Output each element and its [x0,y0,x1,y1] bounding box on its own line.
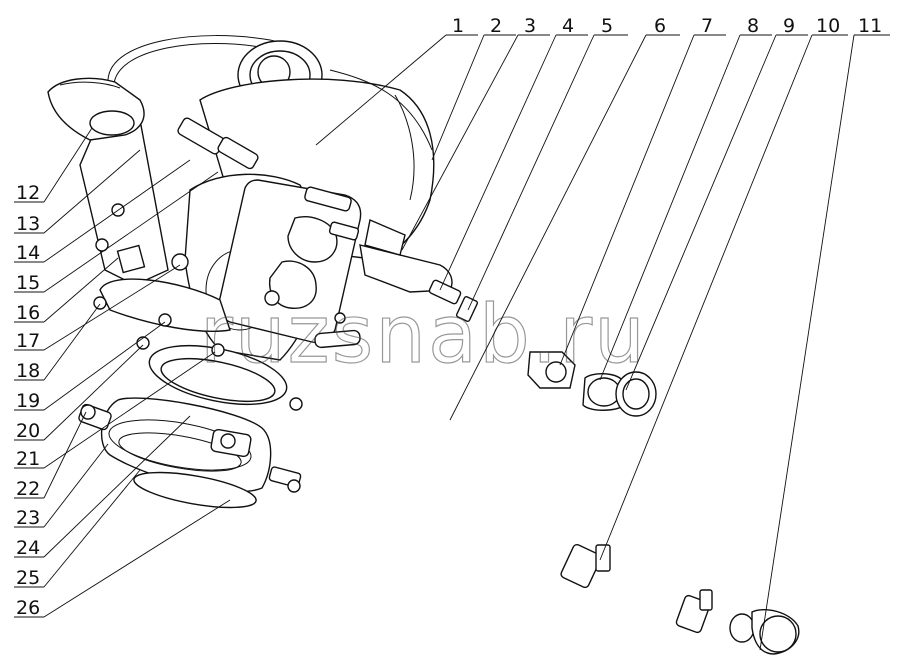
callouts-left: 12 13 14 15 16 17 18 19 20 21 22 23 24 2… [16,182,40,619]
callout-18: 18 [16,360,40,382]
callout-15: 15 [16,272,40,294]
callout-7: 7 [701,15,713,37]
callouts-top: 1 2 3 4 5 6 7 8 9 10 11 [452,15,882,37]
watermark-text: ruzsnab.ru [200,288,647,381]
oil-return-line [428,279,800,655]
callout-19: 19 [16,390,40,412]
callout-13: 13 [16,213,40,235]
callout-6: 6 [654,15,666,37]
callout-11: 11 [858,15,882,37]
exhaust-clamp-assembly [78,397,302,509]
callout-24: 24 [16,537,40,559]
callout-3: 3 [524,15,536,37]
callout-2: 2 [490,15,502,37]
callout-20: 20 [16,420,40,442]
callout-17: 17 [16,330,40,352]
callout-23: 23 [16,507,40,529]
leader-lines [14,34,890,651]
callout-4: 4 [562,15,574,37]
callout-1: 1 [452,15,464,37]
callout-16: 16 [16,302,40,324]
callout-12: 12 [16,182,40,204]
turbocharger-assembly [47,35,453,411]
callout-10: 10 [816,15,840,37]
callout-26: 26 [16,597,40,619]
callout-9: 9 [783,15,795,37]
callout-21: 21 [16,448,40,470]
callout-8: 8 [747,15,759,37]
callout-14: 14 [16,242,40,264]
callout-22: 22 [16,478,40,500]
callout-5: 5 [601,15,613,37]
callout-25: 25 [16,567,40,589]
